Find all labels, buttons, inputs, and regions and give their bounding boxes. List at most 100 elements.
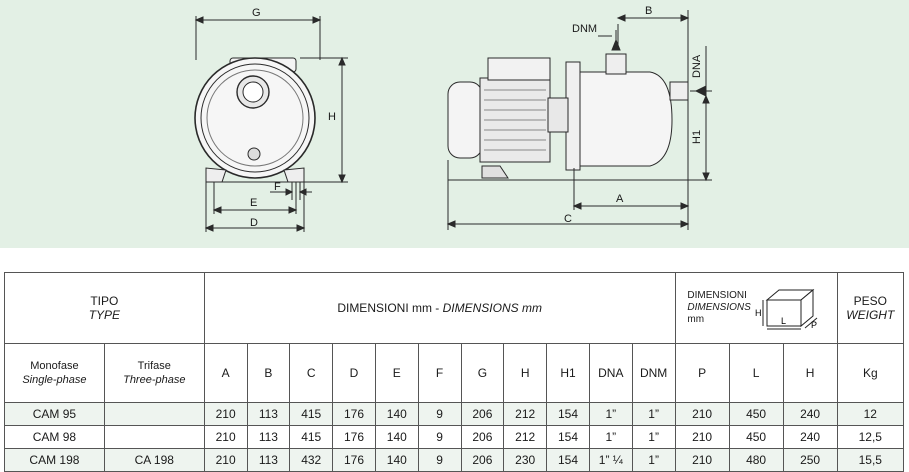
table-cell: 480 — [728, 448, 784, 472]
table-cell: 415 — [289, 402, 334, 426]
box-icon-p: P — [811, 320, 817, 330]
table-cell: 113 — [246, 448, 291, 472]
dimensions-header: DIMENSIONI mm - DIMENSIONS mm — [203, 272, 676, 344]
single-phase-header: Monofase Single-phase — [4, 343, 105, 403]
dimensioni-title: DIMENSIONI mm - — [337, 301, 443, 315]
column-header: C — [289, 343, 334, 403]
model-single-phase: CAM 95 — [4, 402, 105, 426]
table-cell: 140 — [374, 448, 419, 472]
weight-label: WEIGHT — [846, 308, 895, 322]
table-cell: 9 — [417, 402, 462, 426]
weight-header: PESO WEIGHT — [836, 272, 905, 344]
column-header-row: Monofase Single-phase Trifase Three-phas… — [4, 343, 905, 403]
model-single-phase: CAM 198 — [4, 448, 105, 472]
three-phase-header: Trifase Three-phase — [103, 343, 205, 403]
box-icon-l: L — [781, 316, 786, 326]
table-cell: 212 — [503, 402, 548, 426]
column-header: E — [374, 343, 419, 403]
column-header: D — [332, 343, 376, 403]
column-header: H1 — [546, 343, 590, 403]
model-three-phase — [103, 402, 205, 426]
column-header: A — [203, 343, 248, 403]
table-cell: 154 — [546, 402, 590, 426]
table-cell: 140 — [374, 402, 419, 426]
table-cell: 1” — [631, 448, 676, 472]
table-cell: 210 — [203, 402, 248, 426]
dimensions-title: DIMENSIONS mm — [442, 301, 542, 315]
column-header: Kg — [836, 343, 905, 403]
table-cell: 9 — [417, 448, 462, 472]
model-three-phase — [103, 425, 205, 449]
table-cell: 450 — [728, 402, 784, 426]
column-header: DNA — [588, 343, 633, 403]
table-cell: 140 — [374, 425, 419, 449]
table-cell: 176 — [332, 448, 376, 472]
table-cell: 240 — [782, 425, 838, 449]
table-cell: 15,5 — [836, 448, 905, 472]
dim-label-h: H — [328, 111, 336, 123]
dim-label-c: C — [564, 213, 572, 225]
table-cell: 12,5 — [836, 425, 905, 449]
table-cell: 1” — [588, 402, 633, 426]
dim-label-b: B — [645, 5, 652, 17]
table-cell: 176 — [332, 402, 376, 426]
dim-label-dna: DNA — [691, 54, 703, 78]
model-three-phase: CA 198 — [103, 448, 205, 472]
table-cell: 210 — [203, 425, 248, 449]
dim-label-dnm: DNM — [572, 23, 597, 35]
column-header: B — [246, 343, 291, 403]
table-cell: 210 — [674, 402, 730, 426]
table-cell: 212 — [503, 425, 548, 449]
table-cell: 250 — [782, 448, 838, 472]
box-title-dimensioni: DIMENSIONI — [687, 290, 747, 301]
technical-drawing: G H F E D — [0, 0, 909, 248]
dim-label-e: E — [250, 197, 257, 209]
specifications-table: TIPO TYPE DIMENSIONI mm - DIMENSIONS mm … — [4, 272, 905, 472]
side-view — [446, 10, 712, 230]
column-header: DNM — [631, 343, 676, 403]
table-cell: 210 — [674, 448, 730, 472]
monofase-label: Monofase — [30, 360, 79, 372]
table-cell: 206 — [460, 448, 505, 472]
box-title-mm: mm — [687, 314, 705, 325]
pump-drawings-svg: G H F E D — [194, 5, 712, 232]
trifase-label: Trifase — [137, 360, 171, 372]
table-cell: 210 — [674, 425, 730, 449]
table-cell: 1” — [631, 425, 676, 449]
table-cell: 113 — [246, 425, 291, 449]
front-view — [194, 16, 348, 232]
table-cell: 210 — [203, 448, 248, 472]
table-cell: 176 — [332, 425, 376, 449]
dim-label-h1: H1 — [691, 130, 703, 144]
table-cell: 450 — [728, 425, 784, 449]
column-header: L — [728, 343, 784, 403]
dim-label-d: D — [250, 217, 258, 229]
table-cell: 432 — [289, 448, 334, 472]
dim-label-g: G — [252, 7, 261, 19]
tipo-label: TIPO — [90, 294, 119, 308]
table-cell: 9 — [417, 425, 462, 449]
table-cell: 1” ¼ — [588, 448, 633, 472]
box-icon-h: H — [755, 308, 762, 318]
table-cell: 1” — [588, 425, 633, 449]
three-phase-label: Three-phase — [123, 374, 186, 386]
dim-label-a: A — [616, 193, 624, 205]
column-header: G — [460, 343, 505, 403]
type-header: TIPO TYPE — [4, 272, 205, 344]
column-header: P — [674, 343, 730, 403]
table-cell: 230 — [503, 448, 548, 472]
column-header: H — [782, 343, 838, 403]
column-header: H — [503, 343, 548, 403]
column-header: F — [417, 343, 462, 403]
single-phase-label: Single-phase — [22, 374, 87, 386]
table-cell: 12 — [836, 402, 905, 426]
table-cell: 154 — [546, 425, 590, 449]
dim-label-f: F — [274, 181, 281, 193]
peso-label: PESO — [853, 294, 887, 308]
box-icon: H L P — [755, 288, 818, 330]
table-cell: 154 — [546, 448, 590, 472]
type-label: TYPE — [88, 308, 121, 322]
table-cell: 113 — [246, 402, 291, 426]
